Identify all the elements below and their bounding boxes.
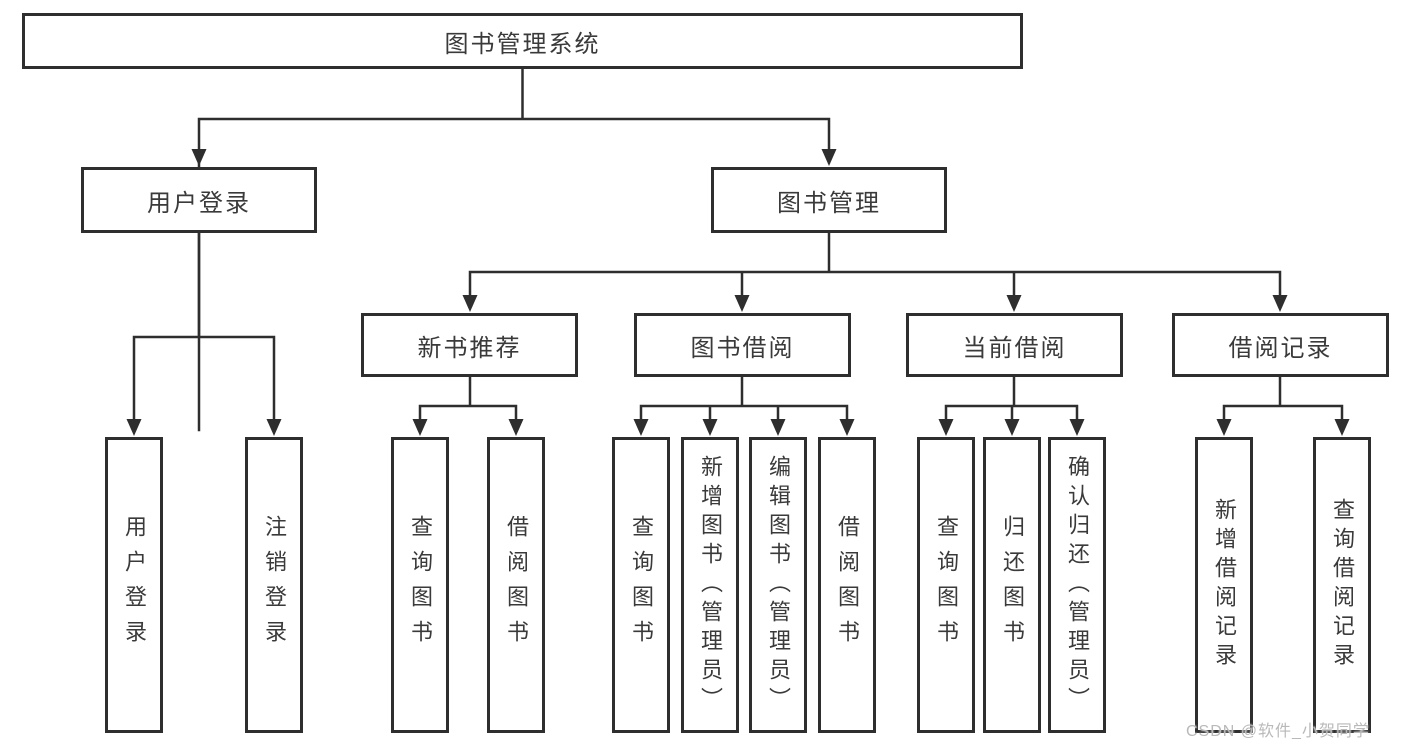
leaf-user-login-label: 用户登录 [122, 515, 147, 655]
leaf-logout-label: 注销登录 [262, 515, 287, 655]
leaf-return-books: 归还图书 [983, 437, 1041, 733]
node-book-mgmt: 图书管理 [711, 167, 947, 233]
node-root-label: 图书管理系统 [444, 30, 601, 58]
leaf-query-borrow-record: 查询借阅记录 [1313, 437, 1371, 733]
leaf-borrow-books: 借阅图书 [818, 437, 876, 733]
leaf-user-login: 用户登录 [105, 437, 163, 733]
csdn-watermark: CSDN @软件_小贺同学 [1186, 723, 1370, 740]
leaf-edit-books-admin-label: 编辑图书（管理员） [766, 454, 791, 716]
leaf-borrow-query-books: 查询图书 [612, 437, 670, 733]
connector-user-login [132, 231, 276, 432]
node-new-books: 新书推荐 [361, 313, 578, 377]
node-book-mgmt-label: 图书管理 [777, 189, 881, 217]
leaf-newbooks-query-books-label: 查询图书 [408, 515, 433, 655]
node-book-borrow: 图书借阅 [634, 313, 851, 377]
connector-new-books [418, 375, 518, 432]
node-new-books-label: 新书推荐 [417, 334, 522, 362]
leaf-return-books-label: 归还图书 [1000, 515, 1025, 655]
leaf-newbooks-query-books: 查询图书 [391, 437, 449, 733]
node-current-borrow: 当前借阅 [906, 313, 1123, 377]
connector-current-borrow [944, 375, 1079, 432]
connector-book-borrow [639, 375, 849, 432]
node-book-borrow-label: 图书借阅 [690, 334, 795, 362]
leaf-current-query-books-label: 查询图书 [934, 515, 959, 655]
node-current-borrow-label: 当前借阅 [962, 334, 1067, 362]
node-user-login: 用户登录 [81, 167, 317, 233]
leaf-borrow-books-label: 借阅图书 [835, 515, 860, 655]
node-root: 图书管理系统 [22, 13, 1023, 69]
node-borrow-records: 借阅记录 [1172, 313, 1389, 377]
leaf-newbooks-borrow-books-label: 借阅图书 [504, 515, 529, 655]
leaf-add-borrow-record: 新增借阅记录 [1195, 437, 1253, 733]
leaf-add-books-admin-label: 新增图书（管理员） [698, 454, 723, 716]
leaf-edit-books-admin: 编辑图书（管理员） [749, 437, 807, 733]
node-user-login-label: 用户登录 [147, 189, 251, 217]
leaf-add-borrow-record-label: 新增借阅记录 [1212, 498, 1237, 672]
leaf-query-borrow-record-label: 查询借阅记录 [1330, 498, 1355, 672]
leaf-borrow-query-books-label: 查询图书 [629, 515, 654, 655]
leaf-logout: 注销登录 [245, 437, 303, 733]
leaf-current-query-books: 查询图书 [917, 437, 975, 733]
leaf-confirm-return-admin-label: 确认归还（管理员） [1065, 454, 1090, 716]
leaf-confirm-return-admin: 确认归还（管理员） [1048, 437, 1106, 733]
leaf-add-books-admin: 新增图书（管理员） [681, 437, 739, 733]
connector-book-mgmt [468, 231, 1282, 308]
node-borrow-records-label: 借阅记录 [1228, 334, 1333, 362]
leaf-newbooks-borrow-books: 借阅图书 [487, 437, 545, 733]
connector-borrow-records [1222, 375, 1344, 432]
